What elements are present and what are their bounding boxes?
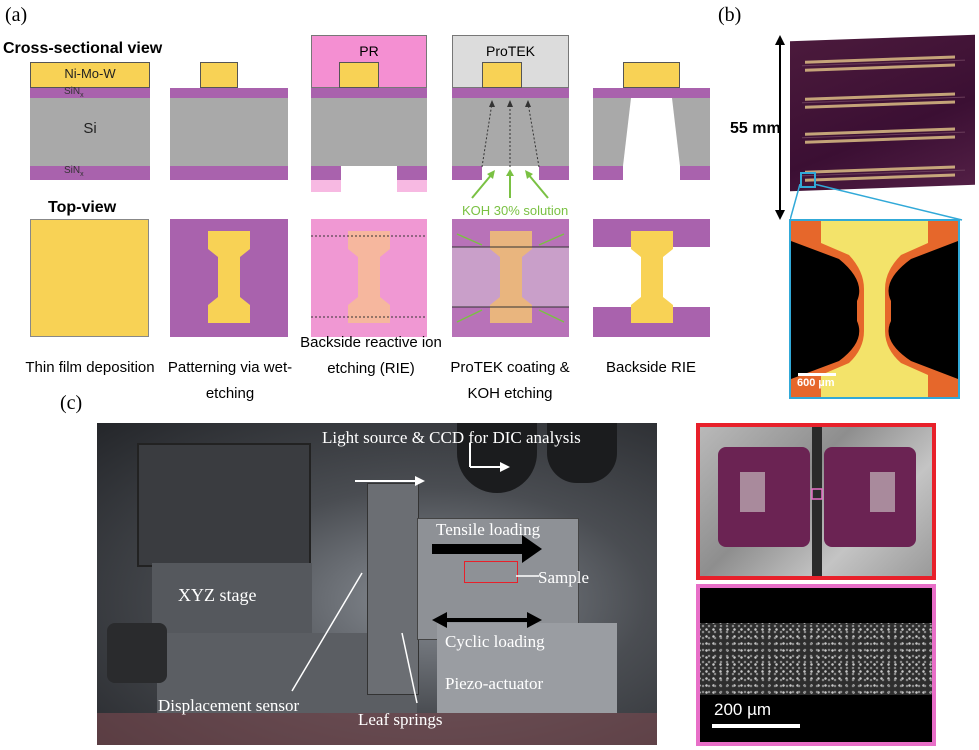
sinx-bottom-label: SiNx — [64, 165, 84, 178]
sample-marker — [464, 561, 518, 583]
scale-bar-c-label: 200 µm — [714, 700, 772, 719]
top-view-step4 — [452, 219, 569, 337]
sample-label: Sample — [538, 568, 589, 587]
dic-speckle-image: 200 µm — [696, 584, 936, 746]
dimension-label: 55 mm — [730, 120, 781, 137]
scale-bar-b — [798, 373, 836, 376]
top-view-step5 — [593, 219, 710, 337]
cross-section-step3: PR — [311, 35, 427, 192]
step5-caption: Backside RIE — [605, 359, 697, 376]
wafer-photo — [790, 34, 975, 192]
metal-layer-label: Ni-Mo-W — [64, 66, 116, 81]
top-view-heading: Top-view — [48, 199, 117, 216]
sample-closeup — [696, 423, 936, 580]
setup-annotations — [291, 443, 542, 704]
step4-caption: ProTEK coating & KOH etching — [450, 359, 570, 402]
scale-bar-c — [712, 724, 800, 728]
displacement-label: Displacement sensor — [158, 696, 300, 715]
light-source-label: Light source & CCD for DIC analysis — [322, 428, 581, 447]
setup-photo — [97, 423, 657, 745]
sinx-top-label: SiNx — [64, 86, 84, 99]
cyclic-label: Cyclic loading — [445, 632, 545, 651]
panel-label-a: (a) — [5, 4, 28, 26]
step1-caption: Thin film deposition — [25, 359, 155, 376]
pr-label: PR — [359, 43, 379, 59]
cross-section-step1: Ni-Mo-W SiNx Si SiNx — [30, 62, 150, 182]
koh-label: KOH 30% solution — [462, 203, 569, 218]
scale-bar-b-label: 600 µm — [797, 377, 835, 389]
step3-caption: Backside reactive ion etching (RIE) — [300, 334, 442, 377]
tensile-label: Tensile loading — [436, 520, 541, 539]
koh-arrows — [471, 169, 549, 199]
top-view-step2 — [170, 219, 288, 337]
xyz-label: XYZ stage — [178, 585, 257, 605]
protek-label: ProTEK — [485, 43, 535, 59]
panel-label-c: (c) — [60, 392, 83, 414]
cross-section-step5 — [593, 62, 710, 182]
top-view-step3 — [311, 219, 427, 337]
piezo-label: Piezo-actuator — [445, 674, 544, 693]
zoom-lines — [790, 184, 963, 221]
etch-arrows — [481, 100, 540, 168]
cross-section-step2 — [170, 62, 288, 182]
cross-section-step4: ProTEK — [452, 35, 569, 182]
specimen-micrograph — [789, 219, 960, 399]
cross-section-heading: Cross-sectional view — [3, 40, 163, 57]
dimension-arrow — [775, 35, 785, 220]
step2-caption: Patterning via wet-etching — [167, 359, 293, 402]
top-view-step1 — [30, 219, 149, 337]
si-layer-label: Si — [83, 120, 97, 137]
panel-label-b: (b) — [718, 4, 742, 26]
leaf-springs-label: Leaf springs — [358, 710, 443, 729]
zoom-marker — [800, 172, 816, 188]
